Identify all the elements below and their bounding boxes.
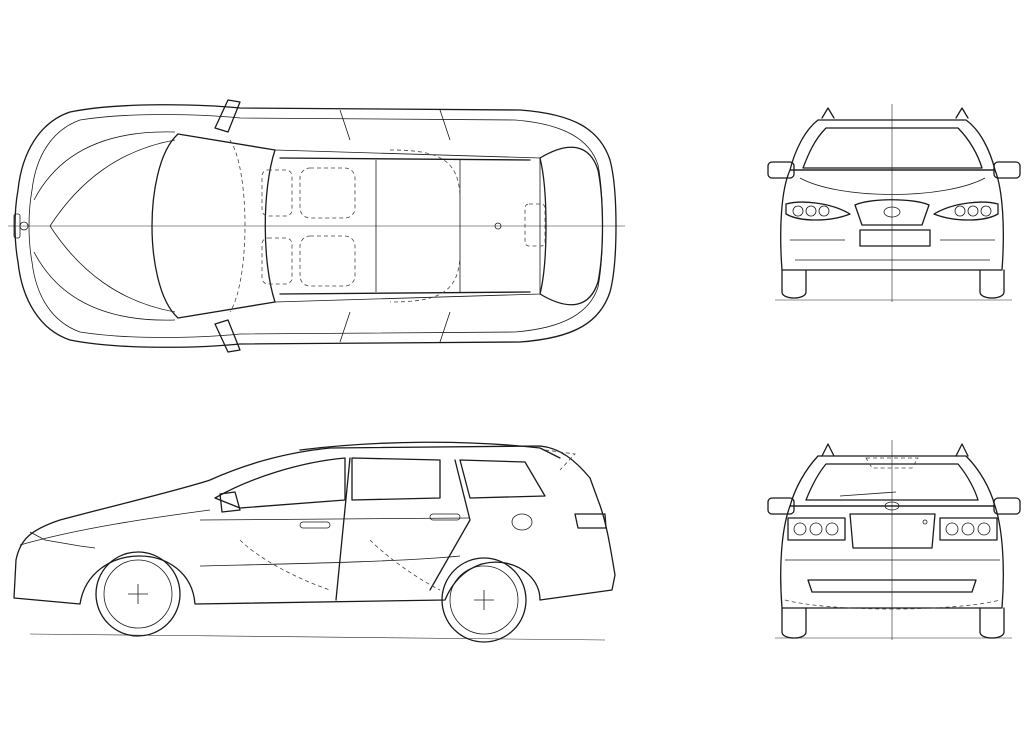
side-view-front-door-handle — [299, 521, 331, 529]
top-view-roof — [274, 149, 541, 303]
rear-view-logo — [884, 501, 900, 511]
top-view-seats — [229, 139, 546, 313]
side-view-mirror — [219, 491, 241, 513]
side-view-front-window — [214, 457, 346, 509]
front-view-grille — [854, 199, 930, 226]
front-view-right-tire — [979, 269, 1005, 299]
rear-view-body-outline — [780, 505, 1004, 609]
top-view — [8, 99, 625, 353]
rear-view-right-tire — [979, 607, 1005, 639]
front-view-windshield — [802, 127, 983, 169]
side-view-fuel-cap — [511, 513, 533, 531]
side-view-body-outline — [13, 445, 616, 605]
rear-view-rear-window — [805, 463, 979, 501]
front-view-license-plate — [859, 229, 931, 247]
side-view-roof-rail — [299, 441, 561, 459]
side-view-rear-wheel — [441, 557, 527, 643]
rear-view-tail-lights — [787, 517, 998, 541]
rear-view-bumper — [807, 579, 977, 593]
rear-view-right-mirror — [993, 497, 1021, 515]
side-view — [13, 441, 616, 643]
rear-view — [767, 440, 1021, 640]
rear-view-tailgate — [849, 513, 936, 549]
side-view-rear-door-window — [351, 457, 441, 501]
side-view-ground-line — [29, 633, 606, 641]
front-view-body-outline — [780, 169, 1004, 271]
front-view-logo — [883, 206, 901, 218]
front-view-right-mirror — [993, 161, 1021, 179]
top-view-windshield — [151, 133, 276, 319]
rear-view-left-tire — [781, 607, 807, 639]
side-view-quarter-window — [459, 459, 546, 499]
front-view-headlights — [785, 201, 999, 221]
side-view-front-wheel — [95, 551, 181, 637]
top-view-left-mirror — [214, 99, 241, 133]
top-view-right-mirror — [214, 319, 241, 353]
side-view-tail-light — [574, 513, 607, 529]
front-view — [767, 104, 1021, 302]
top-view-body-outline — [14, 104, 617, 348]
top-view-rear-window — [539, 146, 604, 306]
side-view-rear-door-handle — [429, 513, 461, 521]
front-view-left-tire — [781, 269, 807, 299]
